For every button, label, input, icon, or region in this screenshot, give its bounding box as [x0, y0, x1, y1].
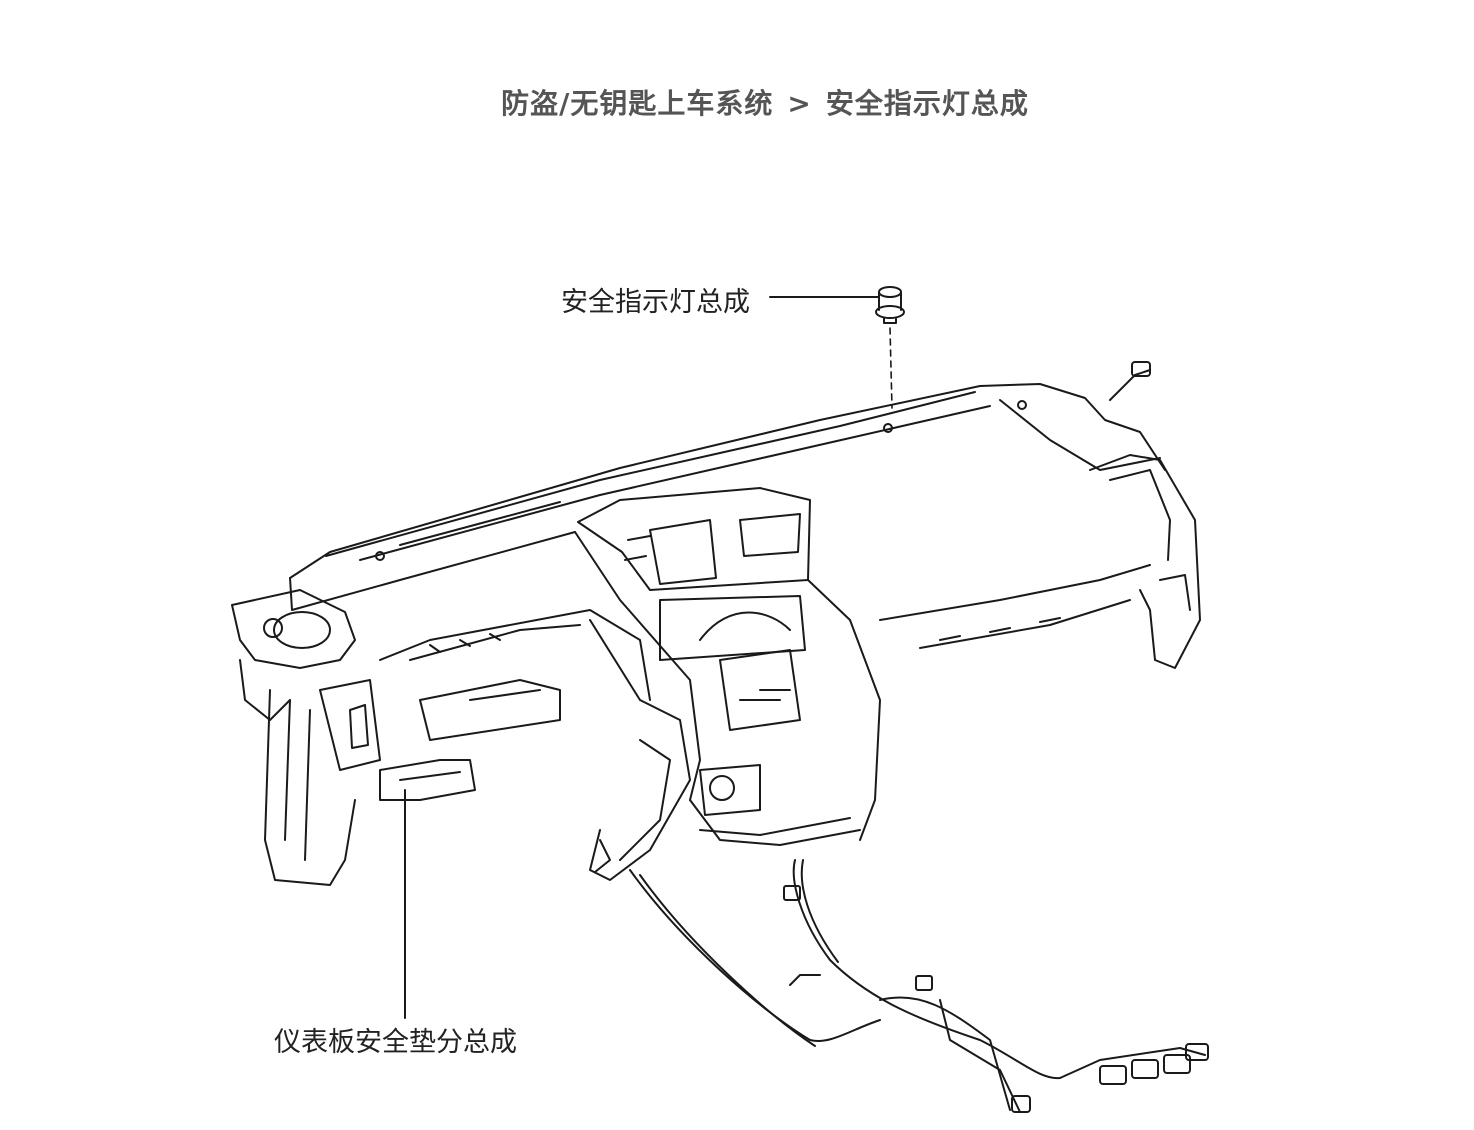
breadcrumb-separator: >	[787, 87, 812, 120]
breadcrumb-current: 安全指示灯总成	[825, 87, 1029, 120]
left-end-bracket	[231, 589, 356, 669]
dashboard-top-surface	[289, 383, 1166, 579]
wire-harness	[629, 869, 881, 1042]
callout-panel-pad: 仪表板安全垫分总成	[274, 1027, 517, 1058]
breadcrumb-parent[interactable]: 防盗/无钥匙上车系统	[501, 87, 774, 120]
callout-indicator-lamp: 安全指示灯总成	[561, 287, 750, 318]
breadcrumb: 防盗/无钥匙上车系统 > 安全指示灯总成	[0, 82, 1474, 122]
right-end-bracket	[1089, 454, 1201, 669]
install-dashed-line	[889, 327, 893, 409]
center-vent-cluster	[577, 487, 811, 591]
left-vertical-support	[264, 689, 356, 886]
indicator-lamp-part	[875, 286, 905, 324]
